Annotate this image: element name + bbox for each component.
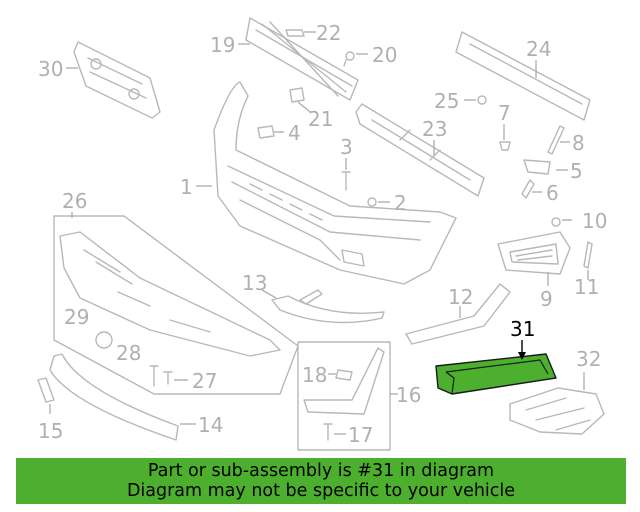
callout-8: 8 bbox=[572, 131, 585, 155]
callout-10: 10 bbox=[582, 209, 607, 233]
callout-9: 9 bbox=[540, 287, 553, 311]
part-2-screw bbox=[367, 197, 377, 207]
part-5-bracket bbox=[523, 159, 551, 175]
callout-12: 12 bbox=[448, 285, 473, 309]
callout-28: 28 bbox=[116, 341, 141, 365]
callout-22: 22 bbox=[316, 21, 341, 45]
callout-7: 7 bbox=[498, 101, 511, 125]
part-1-bumper-cover bbox=[213, 81, 457, 285]
part-8-strip bbox=[547, 125, 565, 155]
callout-26: 26 bbox=[62, 189, 87, 213]
callout-25: 25 bbox=[434, 89, 459, 113]
part-3-bolt bbox=[341, 171, 351, 191]
part-12-trim bbox=[405, 283, 511, 345]
callout-29: 29 bbox=[64, 305, 89, 329]
callout-32: 32 bbox=[576, 347, 601, 371]
part-32-shield bbox=[509, 387, 605, 435]
part-27-screw bbox=[163, 371, 173, 385]
callout-6: 6 bbox=[546, 181, 559, 205]
part-20-screw bbox=[343, 51, 355, 67]
part-9-bezel bbox=[497, 231, 571, 275]
part-19-grille bbox=[245, 17, 359, 101]
part-31-highlighted[interactable] bbox=[435, 353, 557, 395]
callout-27: 27 bbox=[192, 369, 217, 393]
callout-19: 19 bbox=[210, 33, 235, 57]
part-25-bolt bbox=[477, 95, 487, 105]
callout-17: 17 bbox=[348, 423, 373, 447]
part-22-clip bbox=[285, 29, 305, 37]
info-banner: Part or sub-assembly is #31 in diagram D… bbox=[16, 458, 626, 504]
callout-1: 1 bbox=[180, 175, 193, 199]
callout-3: 3 bbox=[340, 135, 353, 159]
callout-23: 23 bbox=[422, 117, 447, 141]
part-15-clip bbox=[37, 377, 55, 403]
part-16-group bbox=[297, 341, 391, 451]
callout-20: 20 bbox=[372, 43, 397, 67]
callout-30: 30 bbox=[38, 57, 63, 81]
part-28-bolt bbox=[149, 365, 159, 387]
part-6-clip bbox=[521, 179, 535, 199]
callout-14: 14 bbox=[198, 413, 223, 437]
banner-line-1: Part or sub-assembly is #31 in diagram bbox=[147, 461, 495, 481]
callout-16: 16 bbox=[396, 383, 421, 407]
part-4-clip bbox=[257, 125, 275, 139]
part-21-clip bbox=[289, 87, 305, 103]
callout-4: 4 bbox=[288, 121, 301, 145]
callout-18: 18 bbox=[302, 363, 327, 387]
callout-15: 15 bbox=[38, 419, 63, 443]
part-30-license-bracket bbox=[73, 41, 161, 119]
callout-5: 5 bbox=[570, 159, 583, 183]
part-10-screw bbox=[551, 217, 561, 227]
part-23-absorber bbox=[355, 103, 485, 197]
callout-2: 2 bbox=[394, 191, 407, 215]
callout-21: 21 bbox=[308, 107, 333, 131]
banner-line-2: Diagram may not be specific to your vehi… bbox=[126, 481, 516, 501]
parts-diagram: 30 19 22 20 21 24 25 4 bbox=[37, 17, 607, 451]
part-26-lower-grille bbox=[53, 215, 299, 395]
part-7-clip bbox=[499, 141, 511, 151]
callout-24: 24 bbox=[526, 37, 551, 61]
callout-31: 31 bbox=[510, 317, 535, 341]
part-11-trim bbox=[583, 241, 593, 269]
part-14-lower-trim bbox=[49, 353, 179, 441]
part-13-trim bbox=[271, 289, 385, 324]
callout-11: 11 bbox=[574, 275, 599, 299]
part-24-reinforcement bbox=[455, 31, 591, 121]
callout-13: 13 bbox=[242, 271, 267, 295]
